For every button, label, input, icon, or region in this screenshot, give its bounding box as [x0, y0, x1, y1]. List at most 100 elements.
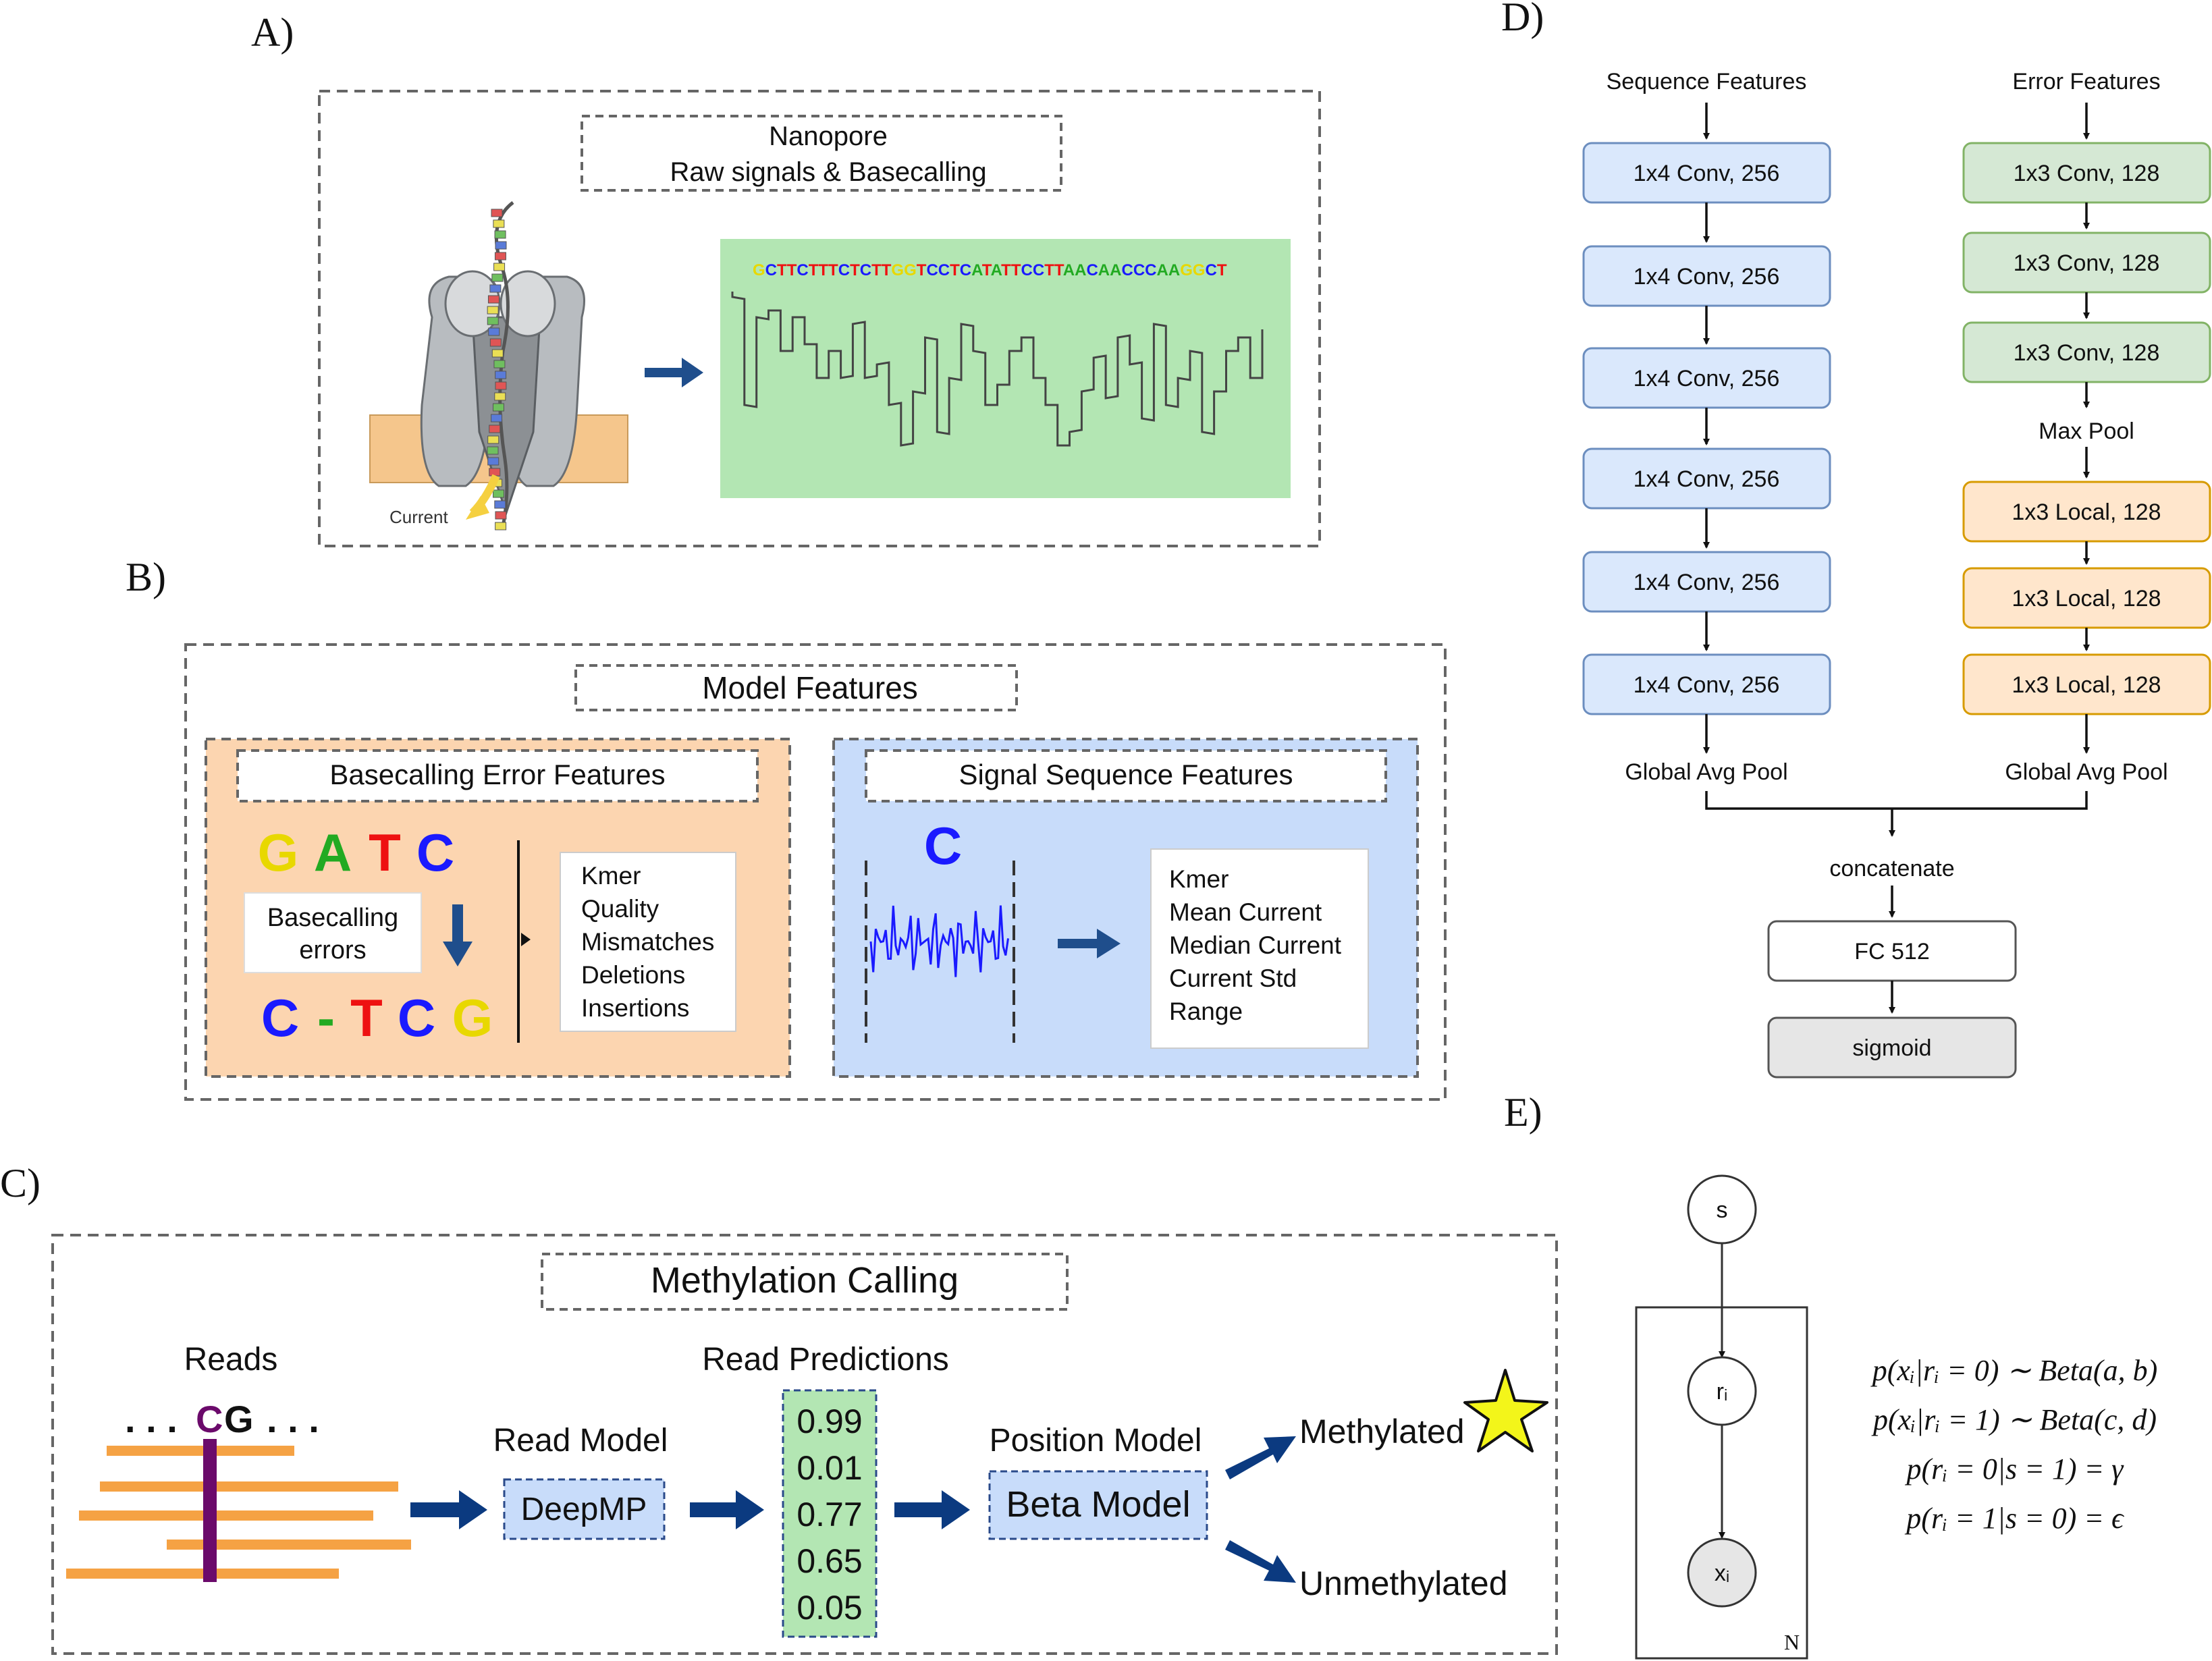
- sigmoid-layer-label: sigmoid: [1852, 1035, 1931, 1061]
- cpg-context: . . . C G . . .: [125, 1398, 319, 1440]
- panel-c-frame: [51, 1234, 1558, 1655]
- sequence-base: A: [991, 261, 1002, 279]
- dna-base: [491, 414, 503, 423]
- model-equations: p(xᵢ|rᵢ = 0) ∼ Beta(a, b) p(xᵢ|rᵢ = 1) ∼…: [1870, 1354, 2157, 1535]
- prediction-value: 0.77: [797, 1496, 862, 1533]
- reads-to-model-arrow: [410, 1490, 487, 1529]
- sequence-base: C: [765, 261, 777, 279]
- dna-base: [487, 457, 500, 466]
- pore-cap-left: [444, 270, 501, 337]
- sequence-conv-layer-label: 1x4 Conv, 256: [1634, 264, 1780, 290]
- sequence-base: C: [938, 261, 950, 279]
- dna-base: [495, 522, 507, 530]
- sequence-base: T: [950, 261, 960, 279]
- error-features-title-box: [236, 749, 759, 802]
- sequence-base: C: [860, 261, 871, 279]
- dna-base: [493, 489, 505, 498]
- read-predictions-list: 0.99 0.01 0.77 0.65 0.05: [797, 1403, 862, 1627]
- dna-base: [493, 360, 506, 369]
- sequence-global-pool: Global Avg Pool: [1625, 759, 1787, 785]
- error-local-layer-label: 1x3 Local, 128: [2012, 672, 2161, 698]
- context-g: G: [224, 1398, 254, 1440]
- panel-d-label: D): [1501, 0, 1544, 39]
- sequence-base: G: [1193, 261, 1206, 279]
- ref-base-c: C: [416, 823, 454, 882]
- dna-base: [493, 219, 505, 228]
- star-icon: [1463, 1369, 1548, 1452]
- error-local-layer-label: 1x3 Local, 128: [2012, 586, 2161, 611]
- read-model-name: DeepMP: [521, 1492, 647, 1527]
- error-feature-list: Kmer Quality Mismatches Deletions Insert…: [581, 862, 714, 1022]
- signal-feature-item: Range: [1169, 998, 1243, 1025]
- reference-bases: G A T C: [258, 823, 455, 882]
- dna-base: [489, 338, 502, 347]
- fc-layer-label: FC 512: [1854, 939, 1930, 964]
- dna-base: [489, 284, 502, 293]
- signal-feature-list: Kmer Mean Current Median Current Current…: [1169, 865, 1342, 1025]
- error-conv-layer-label: 1x3 Conv, 128: [2014, 340, 2160, 366]
- panel-b-title: Model Features: [702, 670, 918, 705]
- node-s-label: s: [1717, 1197, 1728, 1223]
- panel-a-arrow: [645, 358, 703, 387]
- signal-waveform: [869, 905, 1009, 977]
- plate-label: N: [1784, 1630, 1800, 1654]
- sequence-base: C: [960, 261, 971, 279]
- signal-features-title: Signal Sequence Features: [959, 759, 1293, 790]
- sequence-base: T: [1217, 261, 1227, 279]
- prediction-value: 0.01: [797, 1449, 862, 1487]
- sequence-base: C: [1206, 261, 1217, 279]
- sequence-conv-layer-label: 1x4 Conv, 256: [1634, 366, 1780, 391]
- sequence-base: G: [1180, 261, 1193, 279]
- ref-base-a: A: [314, 823, 352, 882]
- unmethylated-arrow: [1225, 1540, 1296, 1583]
- sequence-base: T: [882, 261, 892, 279]
- error-conv-layer-label: 1x3 Conv, 128: [2014, 250, 2160, 276]
- dna-base: [491, 273, 504, 282]
- position-model-name: Beta Model: [1006, 1484, 1190, 1525]
- panel-a-title-box: [581, 115, 1062, 192]
- panel-b-label: B): [126, 555, 166, 599]
- signal-feature-item: Kmer: [1169, 865, 1229, 893]
- predictions-to-position-arrow: [894, 1490, 970, 1529]
- sequence-base: C: [1133, 261, 1145, 279]
- error-feature-item: Quality: [581, 895, 659, 923]
- dna-base: [495, 381, 507, 390]
- merge-lines: [1705, 791, 2088, 836]
- position-model-label: Position Model: [990, 1423, 1202, 1459]
- read-predictions-label: Read Predictions: [702, 1342, 949, 1378]
- pore-cap-right: [500, 270, 556, 337]
- panel-d: D) Sequence Features Error Features 1x4 …: [1501, 0, 2211, 1079]
- prediction-value: 0.65: [797, 1542, 862, 1580]
- dna-base: [491, 209, 503, 217]
- dna-base: [494, 230, 506, 239]
- called-base-t: T: [350, 988, 383, 1047]
- sigmoid-layer: [1767, 1016, 2017, 1079]
- sequence-base: A: [1075, 261, 1086, 279]
- sequence-base: T: [850, 261, 860, 279]
- called-base-c: C: [261, 988, 299, 1047]
- sequence-base: G: [904, 261, 917, 279]
- signal-feature-item: Median Current: [1169, 931, 1342, 959]
- error-feature-item: Kmer: [581, 862, 641, 890]
- sequence-base: C: [1086, 261, 1098, 279]
- sequence-base: T: [818, 261, 828, 279]
- sequence-base: A: [1157, 261, 1168, 279]
- sequence-base: C: [926, 261, 938, 279]
- reads-label: Reads: [184, 1342, 278, 1378]
- sequence-base: T: [787, 261, 797, 279]
- sequence-conv-layer-label: 1x4 Conv, 256: [1634, 570, 1780, 595]
- panel-c: C) Methylation Calling Reads . . . C G .…: [0, 1161, 1558, 1655]
- unmethylated-label: Unmethylated: [1299, 1564, 1508, 1602]
- node-r-label: rᵢ: [1717, 1379, 1728, 1405]
- sequence-base: A: [1168, 261, 1180, 279]
- sequence-base: T: [917, 261, 927, 279]
- cpg-position-bar: [203, 1439, 217, 1582]
- model-to-predictions-arrow: [690, 1490, 764, 1529]
- panel-e: E) N s rᵢ xᵢ p(xᵢ|rᵢ = 0) ∼ Beta(a, b) p…: [1504, 1090, 2157, 1660]
- sequence-features-title: Sequence Features: [1607, 69, 1807, 94]
- down-arrow: [443, 904, 473, 966]
- panel-a: A) Nanopore Raw signals & Basecalling Cu…: [251, 10, 1321, 547]
- concatenate-label: concatenate: [1829, 856, 1954, 881]
- dna-base: [495, 371, 507, 379]
